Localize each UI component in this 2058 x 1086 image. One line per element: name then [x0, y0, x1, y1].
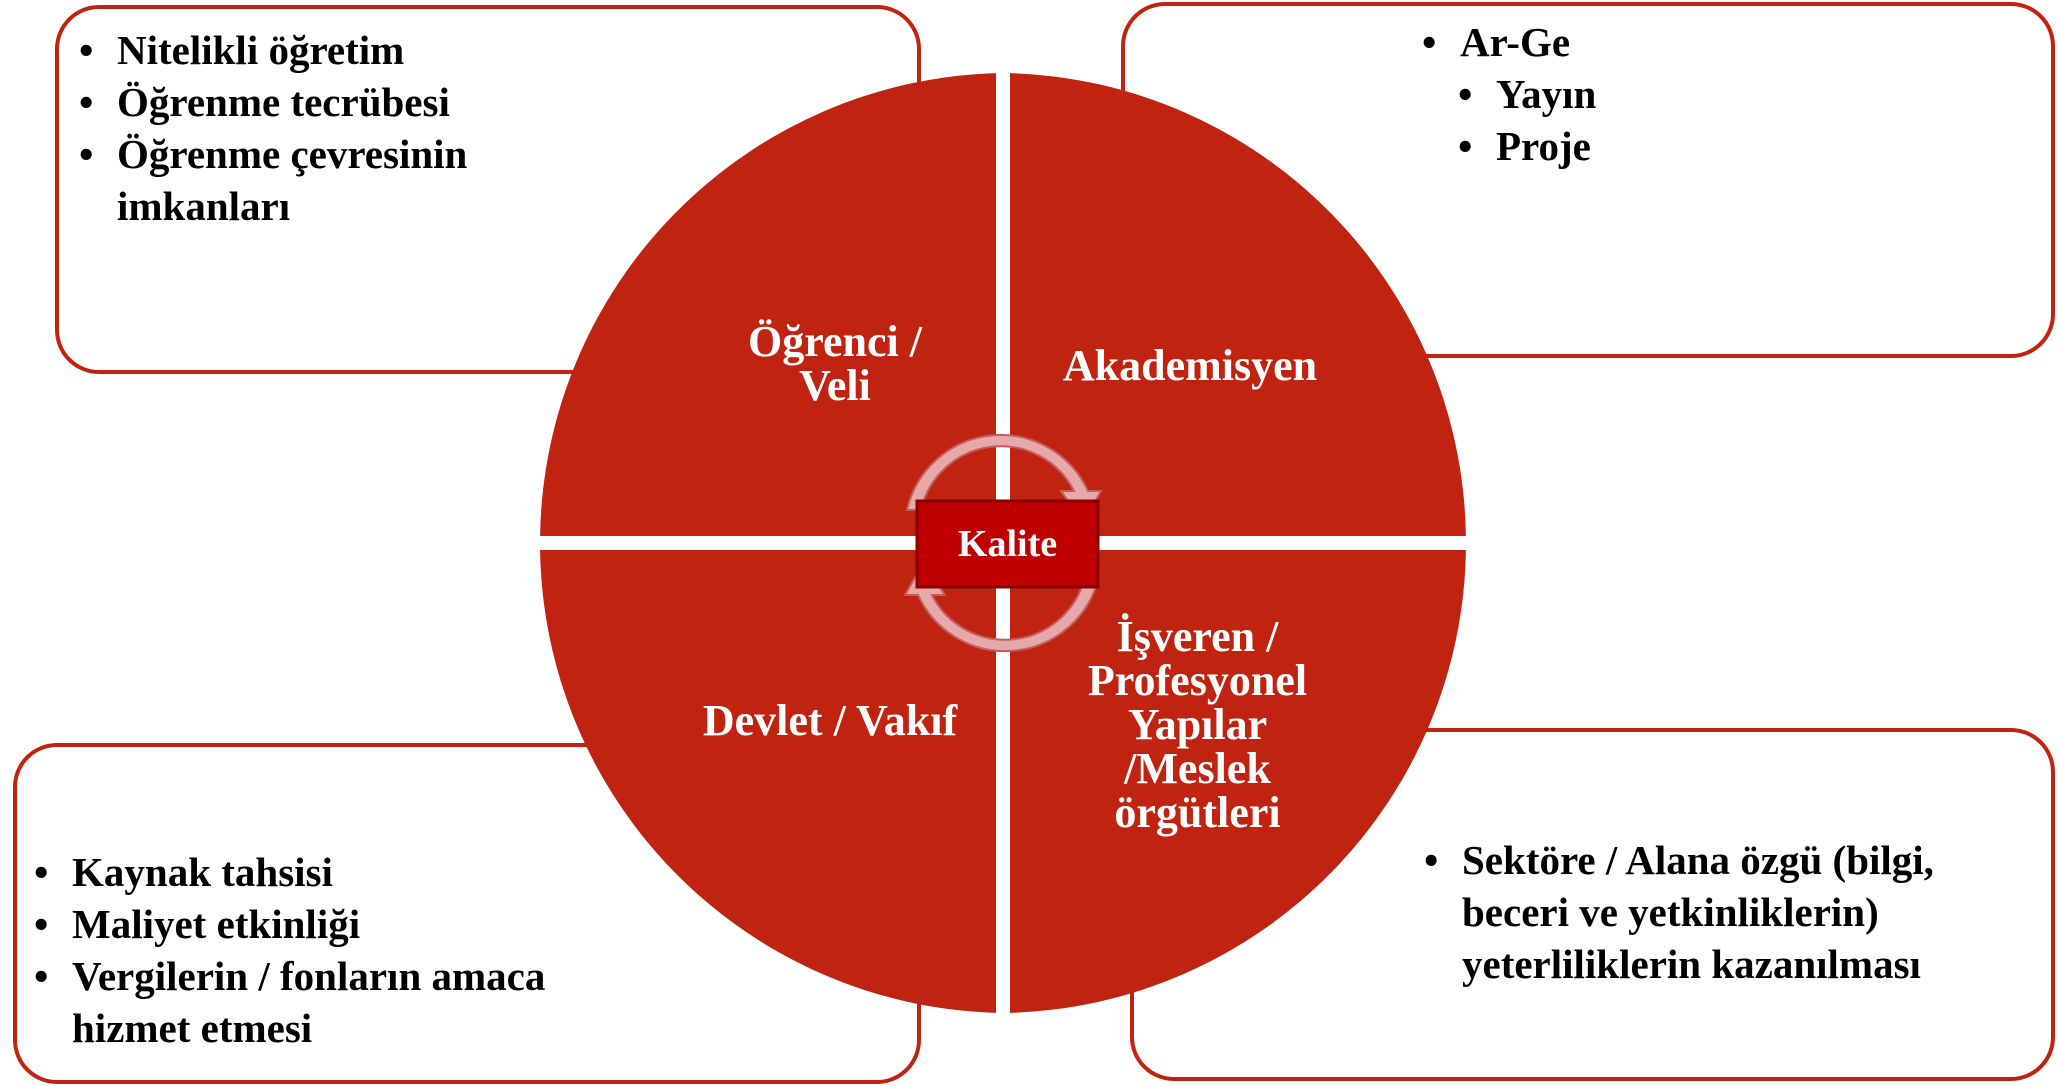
cycle-arrows — [903, 433, 1103, 653]
cycle-arrow-top — [905, 433, 1103, 525]
quadrant-label-top-right: Akademisyen — [1062, 341, 1318, 390]
box-top-left-text: Nitelikli öğretim Öğrenme tecrübesi Öğre… — [77, 24, 557, 232]
box-bottom-right-text: Sektöre / Alana özgü (bilgi, beceri ve y… — [1422, 834, 1982, 990]
quadrant-label-bottom-right: İşveren / Profesyonel Yapılar /Meslek ör… — [1087, 612, 1308, 837]
quadrant-bottom-left — [540, 550, 996, 1013]
quadrant-top-left — [540, 73, 996, 536]
list-item: Vergilerin / fonların amaca hizmet etmes… — [32, 950, 612, 1054]
quadrant-bottom-right — [1010, 550, 1466, 1013]
list-item: Ar-Ge — [1420, 16, 1820, 68]
quadrant-top-right — [1010, 73, 1466, 536]
center-box — [915, 499, 1100, 589]
list-subitem: Yayın — [1456, 68, 1820, 120]
list-item: Sektöre / Alana özgü (bilgi, beceri ve y… — [1422, 834, 1982, 990]
center-label: Kalite — [957, 523, 1058, 565]
list-item: Nitelikli öğretim — [77, 24, 557, 76]
list-subitem: Proje — [1456, 120, 1820, 172]
list-item: Öğrenme tecrübesi — [77, 76, 557, 128]
box-bottom-left-text: Kaynak tahsisi Maliyet etkinliği Vergile… — [32, 846, 612, 1054]
list-item: Öğrenme çevresinin imkanları — [77, 128, 557, 232]
quadrant-label-bottom-left: Devlet / Vakıf — [702, 696, 958, 745]
box-top-right-text: Ar-Ge Yayın Proje — [1420, 16, 1820, 172]
cycle-arrow-bottom — [903, 561, 1101, 653]
quadrant-label-top-left: Öğrenci / Veli — [748, 317, 922, 410]
list-item: Maliyet etkinliği — [32, 898, 612, 950]
list-item: Kaynak tahsisi — [32, 846, 612, 898]
